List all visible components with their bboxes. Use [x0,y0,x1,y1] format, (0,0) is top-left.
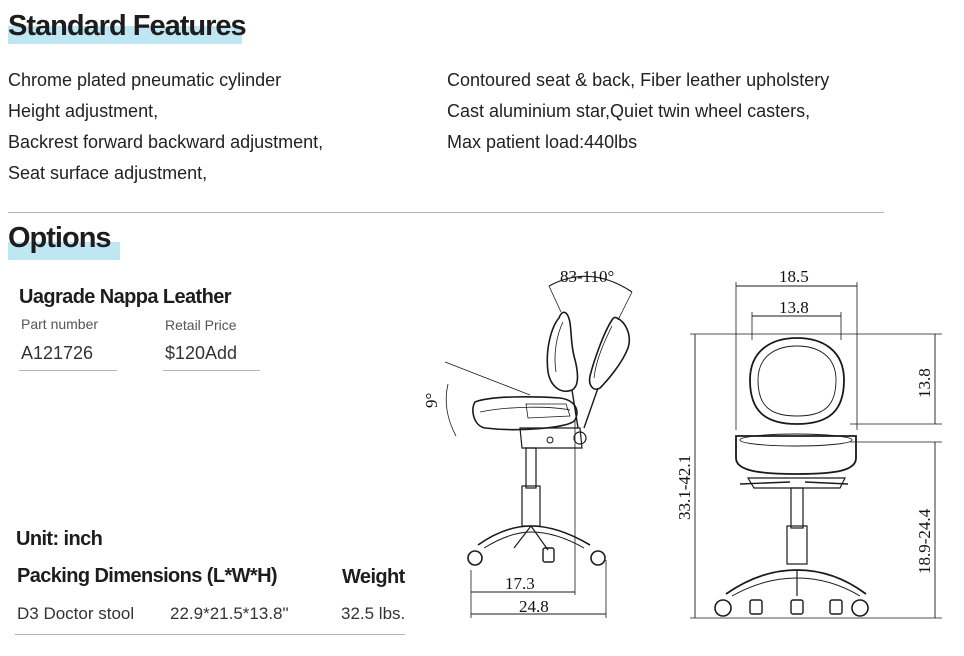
dim-seat-depth: 17.3 [505,574,535,593]
dim-seat-width: 18.5 [779,267,809,286]
dim-back-angle: 83-110° [560,267,614,286]
heading-highlight [8,242,120,260]
features-left-list: Chrome plated pneumatic cylinder Height … [8,65,323,189]
section-divider [8,212,884,213]
retail-price-underline [163,370,260,371]
heading-highlight [8,26,242,44]
feature-item: Seat surface adjustment, [8,163,208,183]
unit-label: Unit: inch [16,528,103,550]
feature-item: Contoured seat & back, Fiber leather uph… [447,70,830,90]
dim-back-width: 13.8 [779,298,809,317]
feature-item: Cast aluminium star,Quiet twin wheel cas… [447,101,811,121]
features-right-list: Contoured seat & back, Fiber leather uph… [447,65,829,158]
dim-back-height: 13.8 [915,368,934,398]
packing-model: D3 Doctor stool [17,604,135,623]
retail-price-label: Retail Price [165,317,237,333]
packing-weight-value: 32.5 lbs. [341,604,406,623]
packing-dimensions-header: Packing Dimensions (L*W*H) [17,565,278,587]
packing-dims-value: 22.9*21.5*13.8" [170,604,289,623]
option-item-name: Uagrade Nappa Leather [19,286,232,308]
feature-item: Max patient load:440lbs [447,132,638,152]
dim-total-height: 33.1-42.1 [675,455,694,520]
retail-price-value: $120Add [165,343,238,363]
packing-underline [15,634,405,635]
side-view-chair [444,275,633,618]
weight-header: Weight [342,566,405,588]
dim-seat-height: 18.9-24.4 [915,508,934,574]
part-number-underline [19,370,117,371]
standard-features-heading: Standard Features [8,10,247,42]
part-number-value: A121726 [21,343,94,363]
front-view-chair [690,282,942,619]
feature-item: Height adjustment, [8,101,159,121]
part-number-label: Part number [21,316,99,332]
dim-seat-angle: 9° [422,393,441,408]
dim-base-width: 24.8 [519,597,549,616]
feature-item: Backrest forward backward adjustment, [8,132,324,152]
options-heading: Options [8,222,112,254]
feature-item: Chrome plated pneumatic cylinder [8,70,282,90]
